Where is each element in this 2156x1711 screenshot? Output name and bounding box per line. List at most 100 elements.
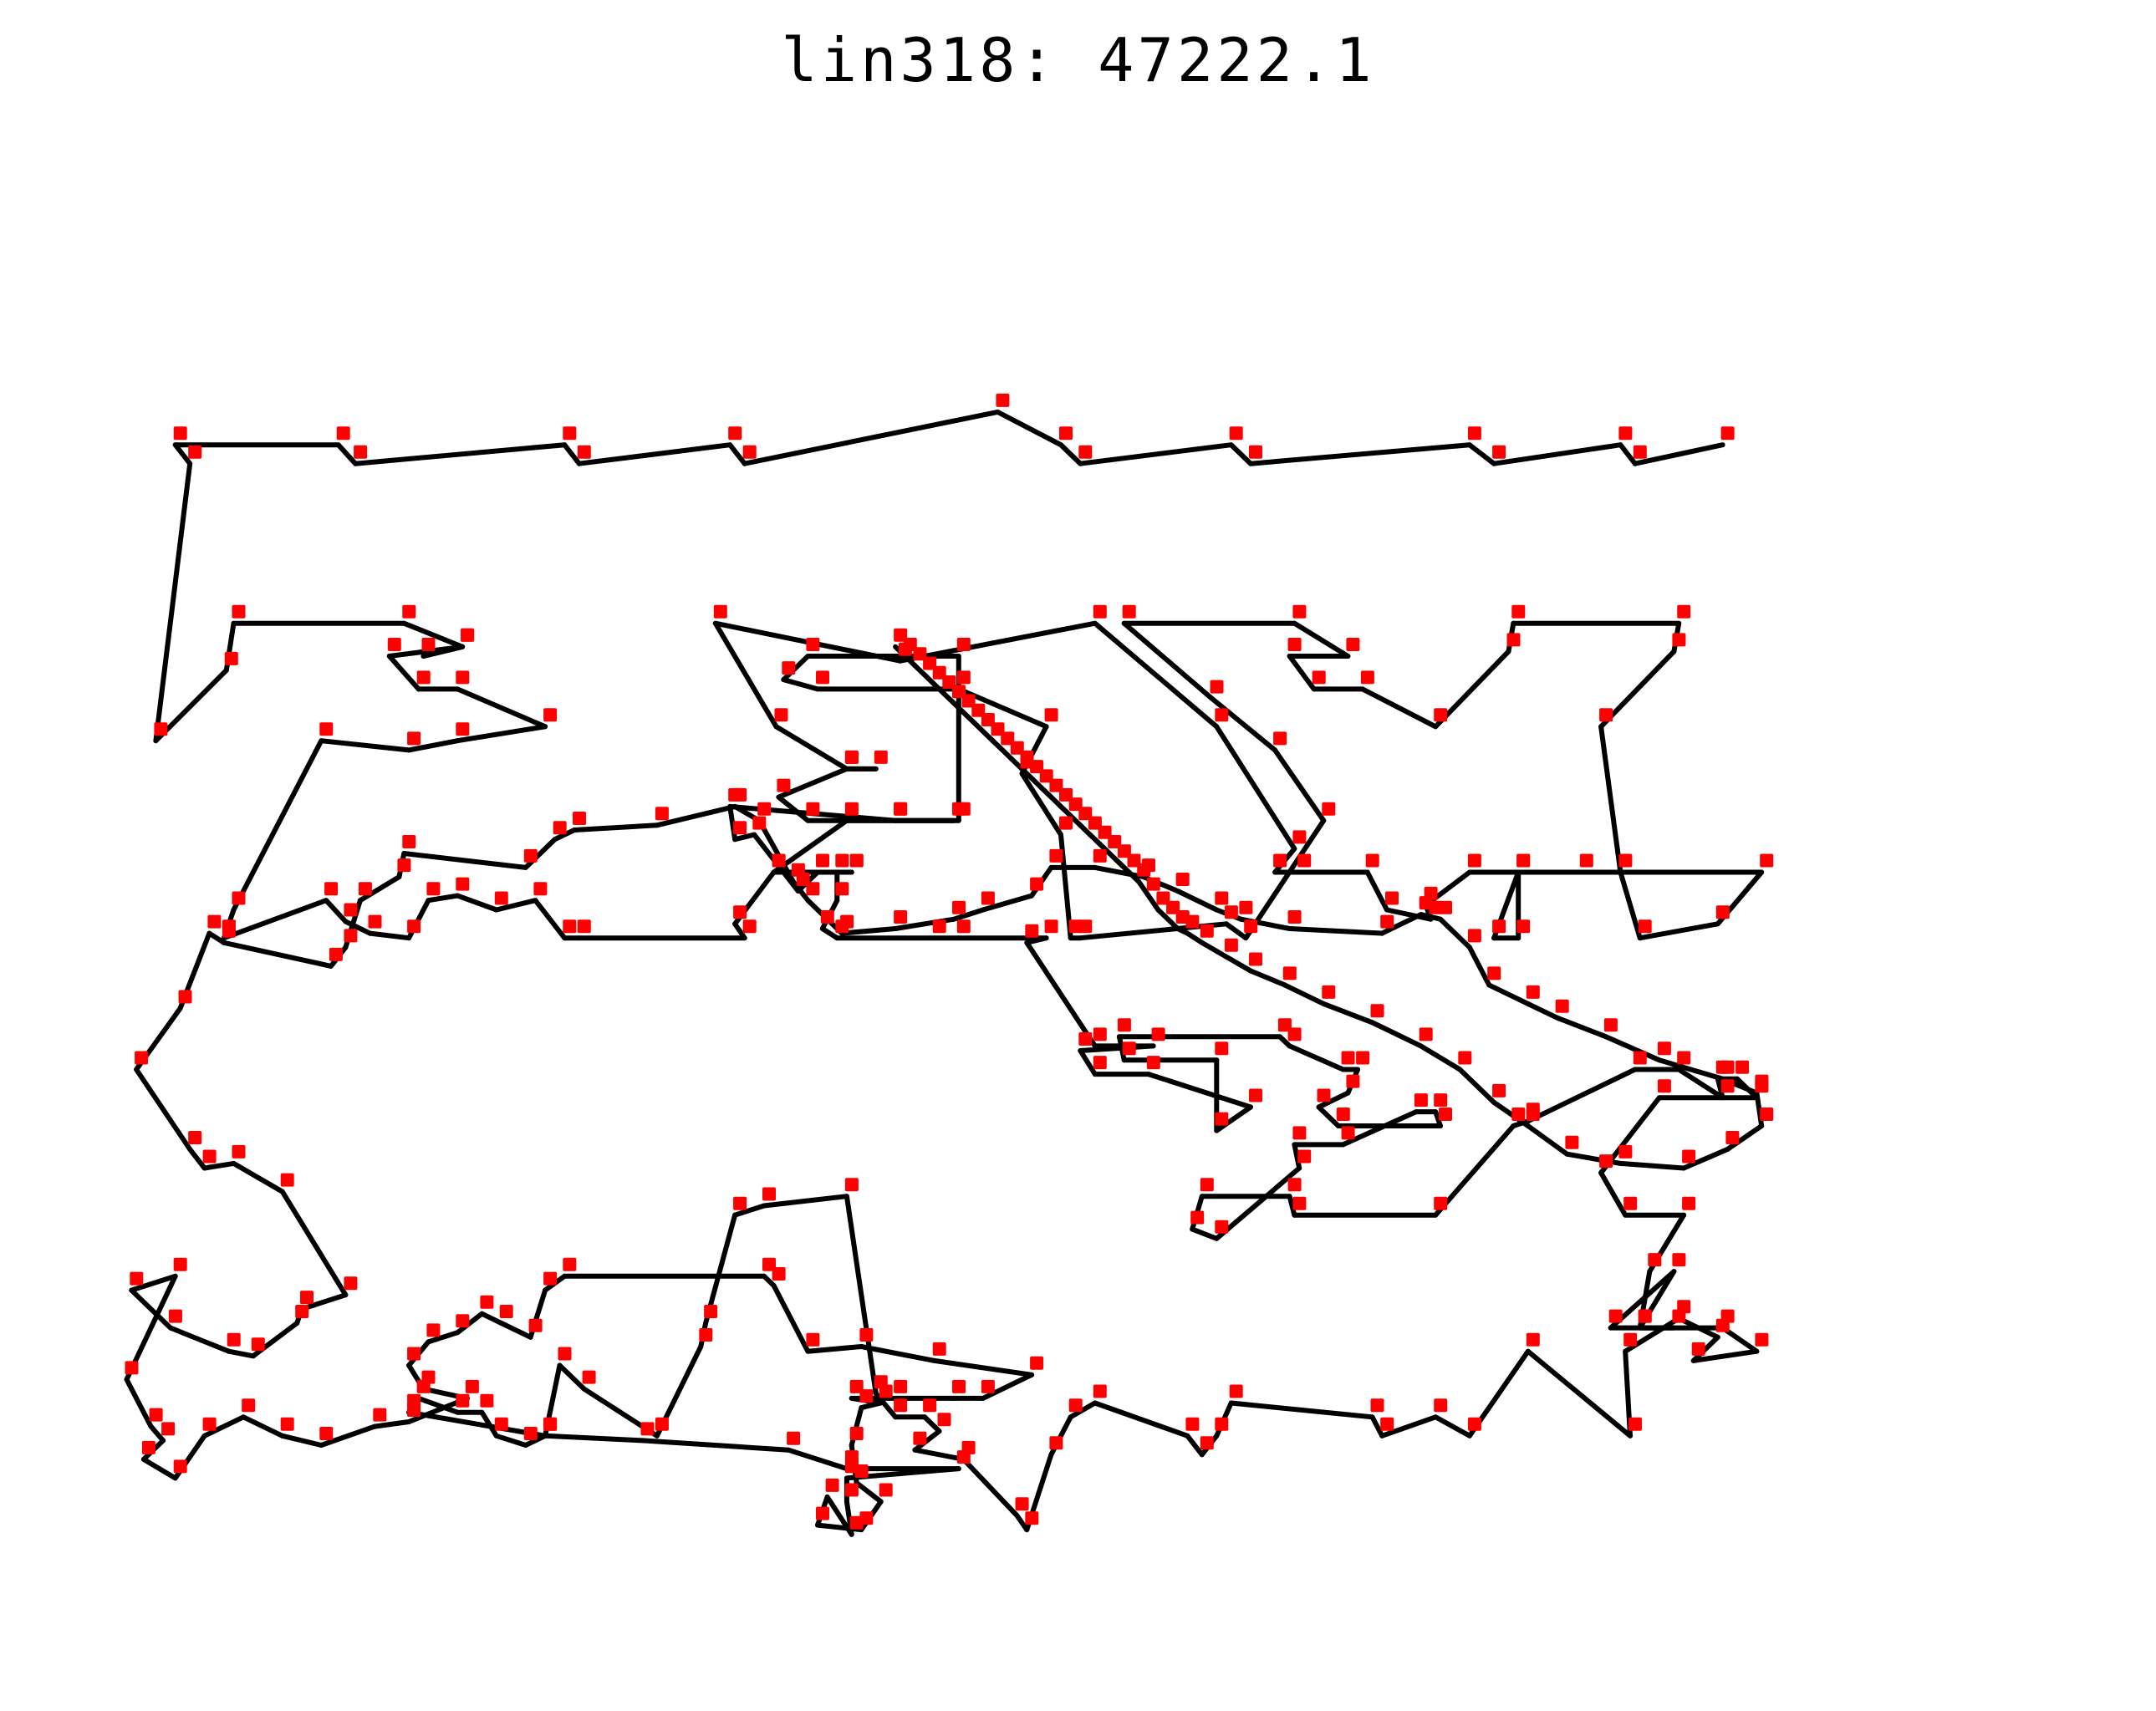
route-segment xyxy=(1316,1090,1351,1110)
city-point xyxy=(932,1342,946,1356)
city-point xyxy=(582,1370,596,1384)
route-segment xyxy=(781,677,820,692)
route-segment xyxy=(805,1344,864,1354)
route-segment xyxy=(781,654,811,683)
city-point xyxy=(1603,1018,1618,1032)
city-point xyxy=(1633,1051,1647,1065)
city-point xyxy=(1049,778,1063,792)
city-point xyxy=(1215,708,1229,722)
city-point xyxy=(1229,426,1243,440)
route-segment xyxy=(1525,1067,1638,1124)
route-segment xyxy=(912,1447,966,1462)
city-point xyxy=(879,1384,893,1398)
city-point xyxy=(1657,1079,1671,1093)
city-point xyxy=(1287,1178,1302,1192)
city-point xyxy=(859,1389,874,1403)
city-point xyxy=(952,685,966,699)
city-point xyxy=(528,1318,543,1332)
route-segment xyxy=(1466,442,1497,466)
city-point xyxy=(1638,919,1652,934)
city-point xyxy=(757,802,772,816)
city-point xyxy=(421,638,436,651)
city-point xyxy=(699,1328,713,1342)
city-point xyxy=(1672,1253,1686,1267)
route-segment xyxy=(406,1409,548,1439)
city-point xyxy=(1385,891,1399,905)
city-point xyxy=(1526,1108,1540,1121)
route-segment xyxy=(1637,921,1720,941)
route-segment xyxy=(1340,1109,1419,1148)
city-point xyxy=(903,638,917,651)
route-segment xyxy=(455,1311,485,1336)
city-point xyxy=(402,604,416,619)
city-point xyxy=(456,722,470,736)
route-segment xyxy=(153,461,193,744)
city-point xyxy=(456,670,470,685)
route-segment xyxy=(859,1344,937,1363)
city-point xyxy=(324,882,339,896)
city-point xyxy=(1049,848,1063,863)
route-segment xyxy=(1092,1400,1190,1439)
city-point xyxy=(981,891,995,905)
city-point xyxy=(1224,905,1238,919)
city-point xyxy=(733,821,747,835)
city-point xyxy=(1677,1300,1691,1314)
city-point xyxy=(1297,1149,1312,1164)
city-point xyxy=(1365,853,1379,868)
city-point xyxy=(1623,1196,1638,1210)
city-point xyxy=(1282,966,1297,980)
city-point xyxy=(227,1332,241,1347)
city-point xyxy=(1487,966,1501,980)
city-point xyxy=(1215,1220,1229,1234)
city-point xyxy=(849,1427,864,1440)
route-segment xyxy=(1292,1142,1302,1171)
route-segment xyxy=(124,1377,154,1429)
city-point xyxy=(1434,1196,1448,1210)
route-segment xyxy=(1618,869,1643,941)
route-segment xyxy=(790,878,811,904)
city-point xyxy=(772,853,786,868)
route-segment xyxy=(1019,771,1063,838)
city-point xyxy=(553,821,567,835)
route-segment xyxy=(1214,1165,1302,1241)
city-point xyxy=(932,665,946,680)
route-segment xyxy=(533,898,568,941)
route-segment xyxy=(206,930,227,945)
route-segment xyxy=(1690,1348,1760,1363)
city-point xyxy=(1691,1342,1705,1356)
route-segment xyxy=(1272,747,1327,823)
route-segment xyxy=(557,1362,587,1392)
city-point xyxy=(1151,1027,1165,1041)
city-point xyxy=(319,1427,334,1440)
route-segment xyxy=(854,1480,884,1505)
route-segment xyxy=(1078,442,1234,466)
route-segment xyxy=(543,1433,645,1444)
route-segment xyxy=(134,1067,193,1152)
route-segment xyxy=(335,442,359,466)
city-point xyxy=(295,1305,309,1318)
route-segment xyxy=(1287,1043,1346,1072)
city-point xyxy=(1122,604,1136,619)
city-point xyxy=(1068,1398,1083,1413)
city-point xyxy=(1322,802,1336,816)
city-point xyxy=(1419,1027,1433,1041)
city-point xyxy=(1434,1093,1448,1108)
city-point xyxy=(188,1131,202,1144)
route-segment xyxy=(1058,442,1083,466)
city-point xyxy=(1025,1511,1039,1525)
city-point xyxy=(655,807,669,821)
city-point xyxy=(577,445,591,459)
route-segment xyxy=(415,1395,461,1415)
city-point xyxy=(1215,1417,1229,1431)
route-segment xyxy=(757,817,796,884)
city-point xyxy=(1439,900,1452,914)
city-point xyxy=(849,853,864,868)
city-point xyxy=(894,910,908,924)
city-point xyxy=(1682,1149,1696,1164)
city-point xyxy=(523,848,538,863)
city-point xyxy=(1098,825,1112,839)
route-segment xyxy=(1369,1020,1424,1049)
city-point xyxy=(844,1483,859,1497)
route-segment xyxy=(1725,1123,1765,1152)
route-layer xyxy=(124,409,1765,1537)
